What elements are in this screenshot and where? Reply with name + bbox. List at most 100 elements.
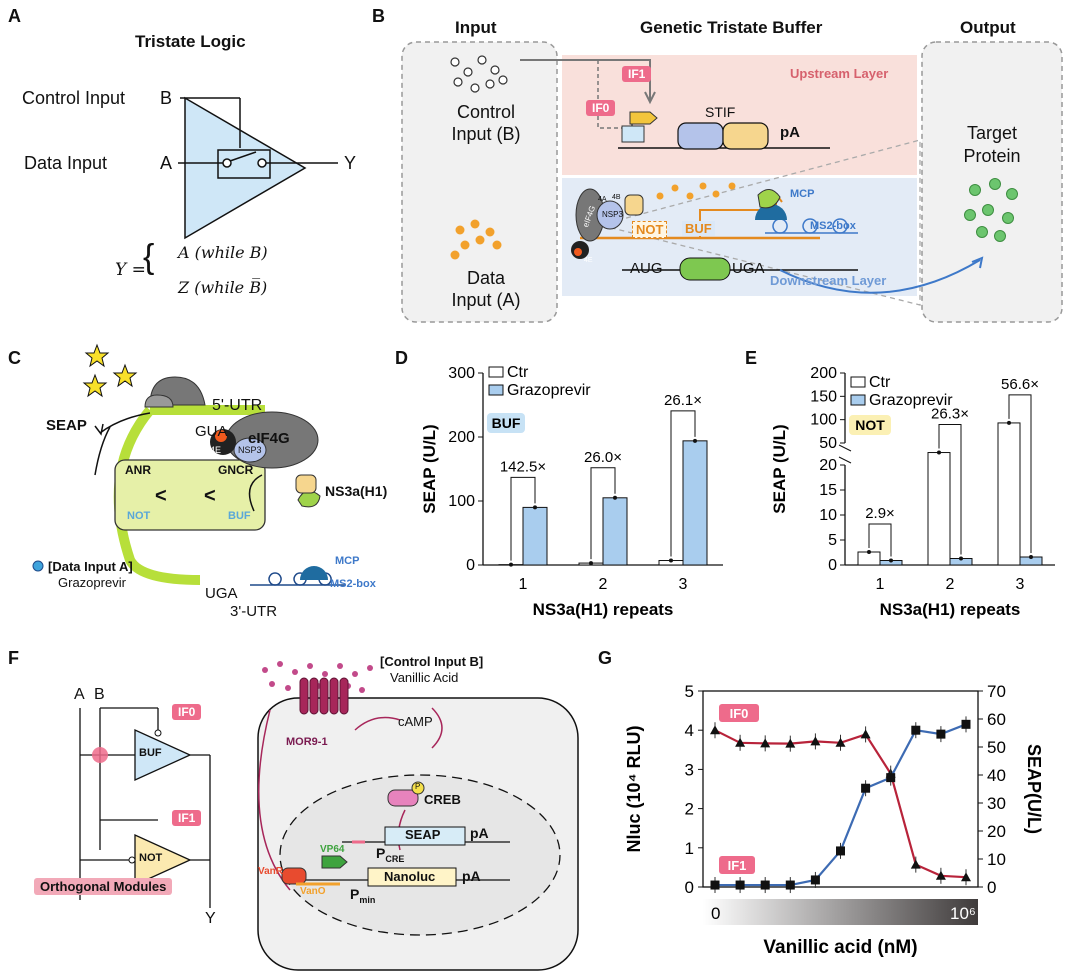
x-tick-label: 1 [876,576,885,593]
data-point [509,562,513,567]
data-molecules [450,219,502,260]
ns3a-label: NS3a(H1) [325,483,388,499]
significance-bracket [938,424,962,555]
marker-triangle [710,725,720,735]
downstream-layer-label: Downstream Layer [770,273,887,288]
y-tick-label: 50 [819,435,837,452]
legend-swatch-ctr [488,366,504,378]
vanr-label: VanR [258,866,284,877]
x-tick-label: 2 [946,576,955,593]
data-input-a-line1: Data [466,268,506,288]
tristate-symbol: { [143,96,338,276]
y-right-tick-label: 10 [987,850,1006,869]
panel-a: { Tristate Logic Control Input Data Inpu… [0,0,360,330]
y-left-tick-label: 0 [685,878,694,897]
y-tick-label: 300 [448,365,475,382]
marker-triangle [735,737,746,747]
y-tick-label: 0 [466,557,475,574]
data-input-a-label: [Data Input A] [48,559,133,574]
panel-label-a: A [8,6,21,26]
legend-swatch-grazoprevir [850,394,866,406]
marker-square [735,880,745,890]
data-point [1029,555,1033,559]
data-point [613,495,617,500]
x-axis-label: NS3a(H1) repeats [533,600,674,619]
y-tick-label: 100 [810,412,837,429]
fold-change-label: 56.6× [1001,376,1039,393]
marker-square [861,783,871,793]
output-header: Output [960,18,1016,37]
data-point [867,550,871,554]
x-tick-label: 2 [599,576,608,593]
stif-label: STIF [705,104,736,120]
y-tick-label: 10 [819,507,837,524]
significance-bracket [1008,394,1032,553]
data-point [693,438,697,443]
data-input-a-line2: Input (A) [451,290,521,310]
significance-bracket [590,467,616,560]
y-right-tick-label: 0 [987,878,996,897]
target-protein-line2: Protein [963,146,1021,166]
panel-f: A B Y IF0 IF1 BUF NOT Orthogonal Modules… [0,640,590,979]
if1-tag: IF1 [728,858,747,873]
significance-bracket [868,523,892,557]
lt-1: < [155,485,167,507]
pcre-sub: CRE [385,853,405,864]
if0-tag: IF0 [730,706,749,721]
4e-label: 4E [210,445,222,455]
legend-label: Ctr [507,364,529,381]
pmin-p: P [350,886,360,902]
data-point [669,558,673,563]
gncr-label: GNCR [218,463,254,477]
pa-label-2: pA [462,868,481,884]
tag-background [849,415,891,435]
nsp3-label: NSP3 [238,445,262,455]
uga-label: UGA [205,585,238,602]
marker-triangle [910,859,921,869]
panel-label-c: C [8,348,21,368]
upstream-layer-label: Upstream Layer [790,66,889,81]
y-tick-label: 200 [810,365,837,382]
4a-label: 4A [598,196,607,203]
panel-a-title: Tristate Logic [135,32,246,51]
data-point [589,561,593,566]
grazoprevir-label: Grazoprevir [58,575,126,590]
data-point [959,556,963,561]
marker-triangle [785,738,796,748]
nsp3-label: NSP3 [602,210,623,219]
marker-triangle [961,872,971,882]
y-left-axis-label: Nluc (10⁴ RLU) [624,726,644,853]
if1-tag: IF1 [172,810,202,826]
panel-label-g: G [598,648,613,668]
control-input-b-line2: Input (B) [451,124,521,144]
lt-2: < [204,485,216,507]
y-axis-label: SEAP (U/L) [420,424,439,513]
data-input-label: Data Input [24,153,108,173]
orange-ligands [656,182,736,200]
y-left-tick-label: 1 [685,839,694,858]
panel-label-b: B [372,6,385,26]
y-tick-label: 150 [810,388,837,405]
legend-label: Grazoprevir [869,392,953,409]
control-molecules [450,55,508,93]
svg-text:{: { [143,238,154,276]
fold-change-label: 26.3× [931,406,969,423]
y-left-tick-label: 5 [685,682,694,701]
y-right-tick-label: 40 [987,766,1006,785]
y-right-tick-label: 30 [987,794,1006,813]
panel-b: Input Genetic Tristate Buffer Output Con… [360,0,1072,335]
utr3-label: 3'-UTR [230,603,278,620]
marker-square [936,729,946,739]
aug-label: AUG [630,260,663,277]
phospho-label: P [415,782,421,791]
buf-label: BUF [682,221,715,236]
gradient-left-label: 0 [711,904,720,923]
buf-label: BUF [228,510,251,522]
significance-bracket [670,410,696,557]
if1-tag: IF1 [622,66,652,82]
tag-label: NOT [855,417,885,433]
bar-grazoprevir [682,440,708,566]
output-y-label: Y [205,910,216,927]
not-gate-label: NOT [139,852,163,864]
